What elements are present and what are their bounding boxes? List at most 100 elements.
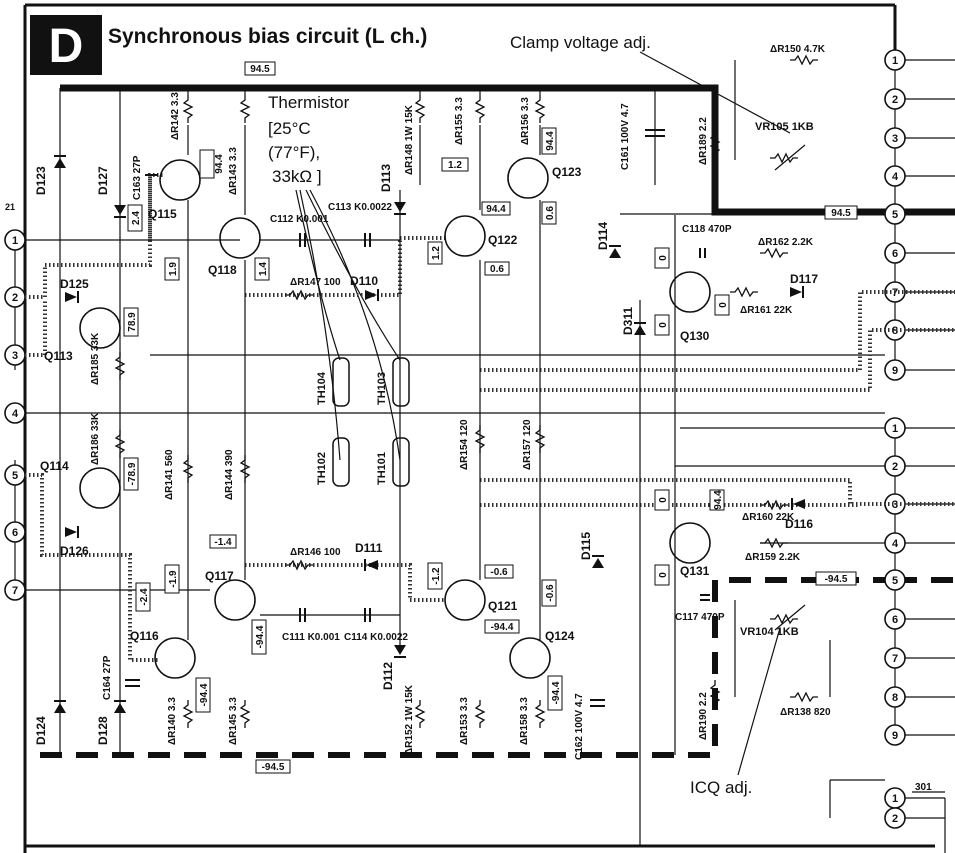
resistor-label-r152: ΔR152 1W 15K: [404, 684, 415, 755]
resistor-label-r157: ΔR157 120: [522, 419, 533, 470]
diode-label-d124: D124: [34, 716, 48, 745]
resistor-label-r141: ΔR141 560: [164, 449, 175, 500]
svg-text:-94.4: -94.4: [551, 681, 562, 704]
voltage-box: 78.9: [123, 307, 139, 337]
svg-text:-0.6: -0.6: [490, 567, 508, 578]
svg-text:3: 3: [12, 350, 18, 362]
diode-label-d113: D113: [379, 164, 393, 192]
thermistor-note: Thermistor [25°C (77°F), 33kΩ ]: [268, 93, 350, 186]
voltage-box: 0: [654, 489, 670, 511]
thermistor-note-line: 33kΩ ]: [272, 167, 322, 186]
capacitor-label-c163: C163 27P: [132, 155, 143, 200]
rail-label-top: 94.5: [250, 64, 270, 75]
diode-label-d126: D126: [60, 544, 89, 558]
svg-text:94.4: 94.4: [713, 490, 724, 510]
resistor-label-r155: ΔR155 3.3: [454, 97, 465, 145]
voltage-box: -0.6: [484, 564, 514, 579]
voltage-box: -94.4: [195, 677, 211, 713]
thermistor-shapes: [332, 357, 410, 487]
capacitor-shapes: [125, 129, 710, 707]
resistor-label-r140: ΔR140 3.3: [167, 697, 178, 745]
transistor-label-q113: Q113: [44, 349, 73, 363]
voltage-box: -0.6: [541, 579, 557, 607]
voltage-box: 94.4: [481, 201, 511, 216]
resistor-label-r147: ΔR147 100: [290, 277, 341, 288]
voltage-box: 0: [654, 314, 670, 336]
right-connector-a: 1 2 3 4 5 6 7 8 9: [884, 49, 906, 381]
voltage-box: 0: [654, 247, 670, 269]
resistor-label-r186: ΔR186 33K: [90, 412, 101, 465]
svg-text:0: 0: [658, 322, 669, 328]
pin-l1: 1: [4, 229, 26, 251]
right-connector-c: 1 2 301: [884, 782, 946, 853]
svg-text:1: 1: [892, 793, 898, 805]
svg-text:0.6: 0.6: [490, 264, 504, 275]
pin-l5: 5: [4, 464, 26, 486]
svg-text:6: 6: [892, 248, 898, 260]
svg-text:1: 1: [892, 423, 898, 435]
diode-label-d110: D110: [350, 274, 378, 288]
voltage-box: 1.4: [254, 257, 270, 281]
pin-l2: 2: [4, 286, 26, 308]
svg-text:3: 3: [892, 499, 898, 511]
right-outgoing-wires: [905, 59, 955, 736]
resistor-label-r158: ΔR158 3.3: [519, 697, 530, 745]
voltage-box: 94.4: [541, 127, 557, 155]
svg-text:1.2: 1.2: [448, 160, 462, 171]
transistor-label-q115: Q115: [148, 207, 177, 221]
diode-label-d115: D115: [579, 532, 593, 560]
resistor-label-r145: ΔR145 3.3: [228, 697, 239, 745]
resistor-label-r162: ΔR162 2.2K: [758, 237, 814, 248]
voltage-box: 94.4: [709, 489, 725, 511]
svg-text:5: 5: [892, 575, 898, 587]
transistor-label-q117: Q117: [205, 569, 234, 583]
svg-text:-0.6: -0.6: [545, 584, 556, 602]
icq-adj-note: ICQ adj.: [690, 778, 752, 797]
voltage-box: 0.6: [484, 261, 510, 276]
thermistor-note-line: [25°C: [268, 119, 311, 138]
resistor-label-r161: ΔR161 22K: [740, 305, 793, 316]
svg-text:1.9: 1.9: [168, 262, 179, 276]
edge-mark: 21: [5, 202, 15, 212]
pin-l4: 4: [4, 402, 26, 424]
capacitor-label-c118: C118 470P: [682, 224, 732, 235]
svg-text:78.9: 78.9: [127, 312, 138, 332]
capacitor-label-c114: C114 K0.0022: [344, 632, 408, 643]
svg-text:4: 4: [892, 171, 899, 183]
voltage-box: -1.2: [427, 562, 443, 590]
svg-text:6: 6: [892, 614, 898, 626]
voltage-box: 1.2: [441, 157, 469, 172]
svg-text:4: 4: [12, 408, 19, 420]
capacitor-label-c113: C113 K0.0022: [328, 202, 392, 213]
capacitor-label-c117: C117 470P: [675, 612, 725, 623]
svg-text:-1.2: -1.2: [431, 567, 442, 585]
voltage-box: -94.4: [251, 619, 267, 655]
resistor-label-r159: ΔR159 2.2K: [745, 552, 801, 563]
diode-label-d125: D125: [60, 277, 89, 291]
voltage-box: 0: [714, 294, 730, 316]
svg-text:-78.9: -78.9: [127, 462, 138, 485]
transistor-shapes: [79, 157, 711, 679]
resistor-label-r160: ΔR160 22K: [742, 512, 795, 523]
diode-label-d116: D116: [785, 517, 813, 531]
thermistor-note-line: (77°F),: [268, 143, 320, 162]
section-badge: D: [30, 15, 102, 75]
svg-text:2: 2: [892, 94, 898, 106]
diode-label-d311: D311: [621, 307, 635, 335]
svg-text:0.6: 0.6: [545, 206, 556, 220]
svg-text:9: 9: [892, 365, 898, 377]
capacitor-label-c164: C164 27P: [102, 655, 113, 700]
transistor-label-q130: Q130: [680, 329, 710, 343]
right-connector-b: 1 2 3 4 5 6 7 8 9: [884, 417, 906, 746]
svg-text:1.2: 1.2: [431, 246, 442, 260]
svg-text:-94.4: -94.4: [255, 625, 266, 648]
svg-text:8: 8: [892, 692, 898, 704]
rail-label-right-neg: -94.5: [825, 574, 848, 585]
svg-text:-1.4: -1.4: [214, 537, 232, 548]
positive-rail: [60, 84, 895, 216]
icq-note-pointer: [737, 627, 781, 776]
trimmer-shapes: [770, 144, 806, 631]
resistor-label-r146: ΔR146 100: [290, 547, 341, 558]
capacitor-label-c111: C111 K0.001: [282, 632, 340, 643]
